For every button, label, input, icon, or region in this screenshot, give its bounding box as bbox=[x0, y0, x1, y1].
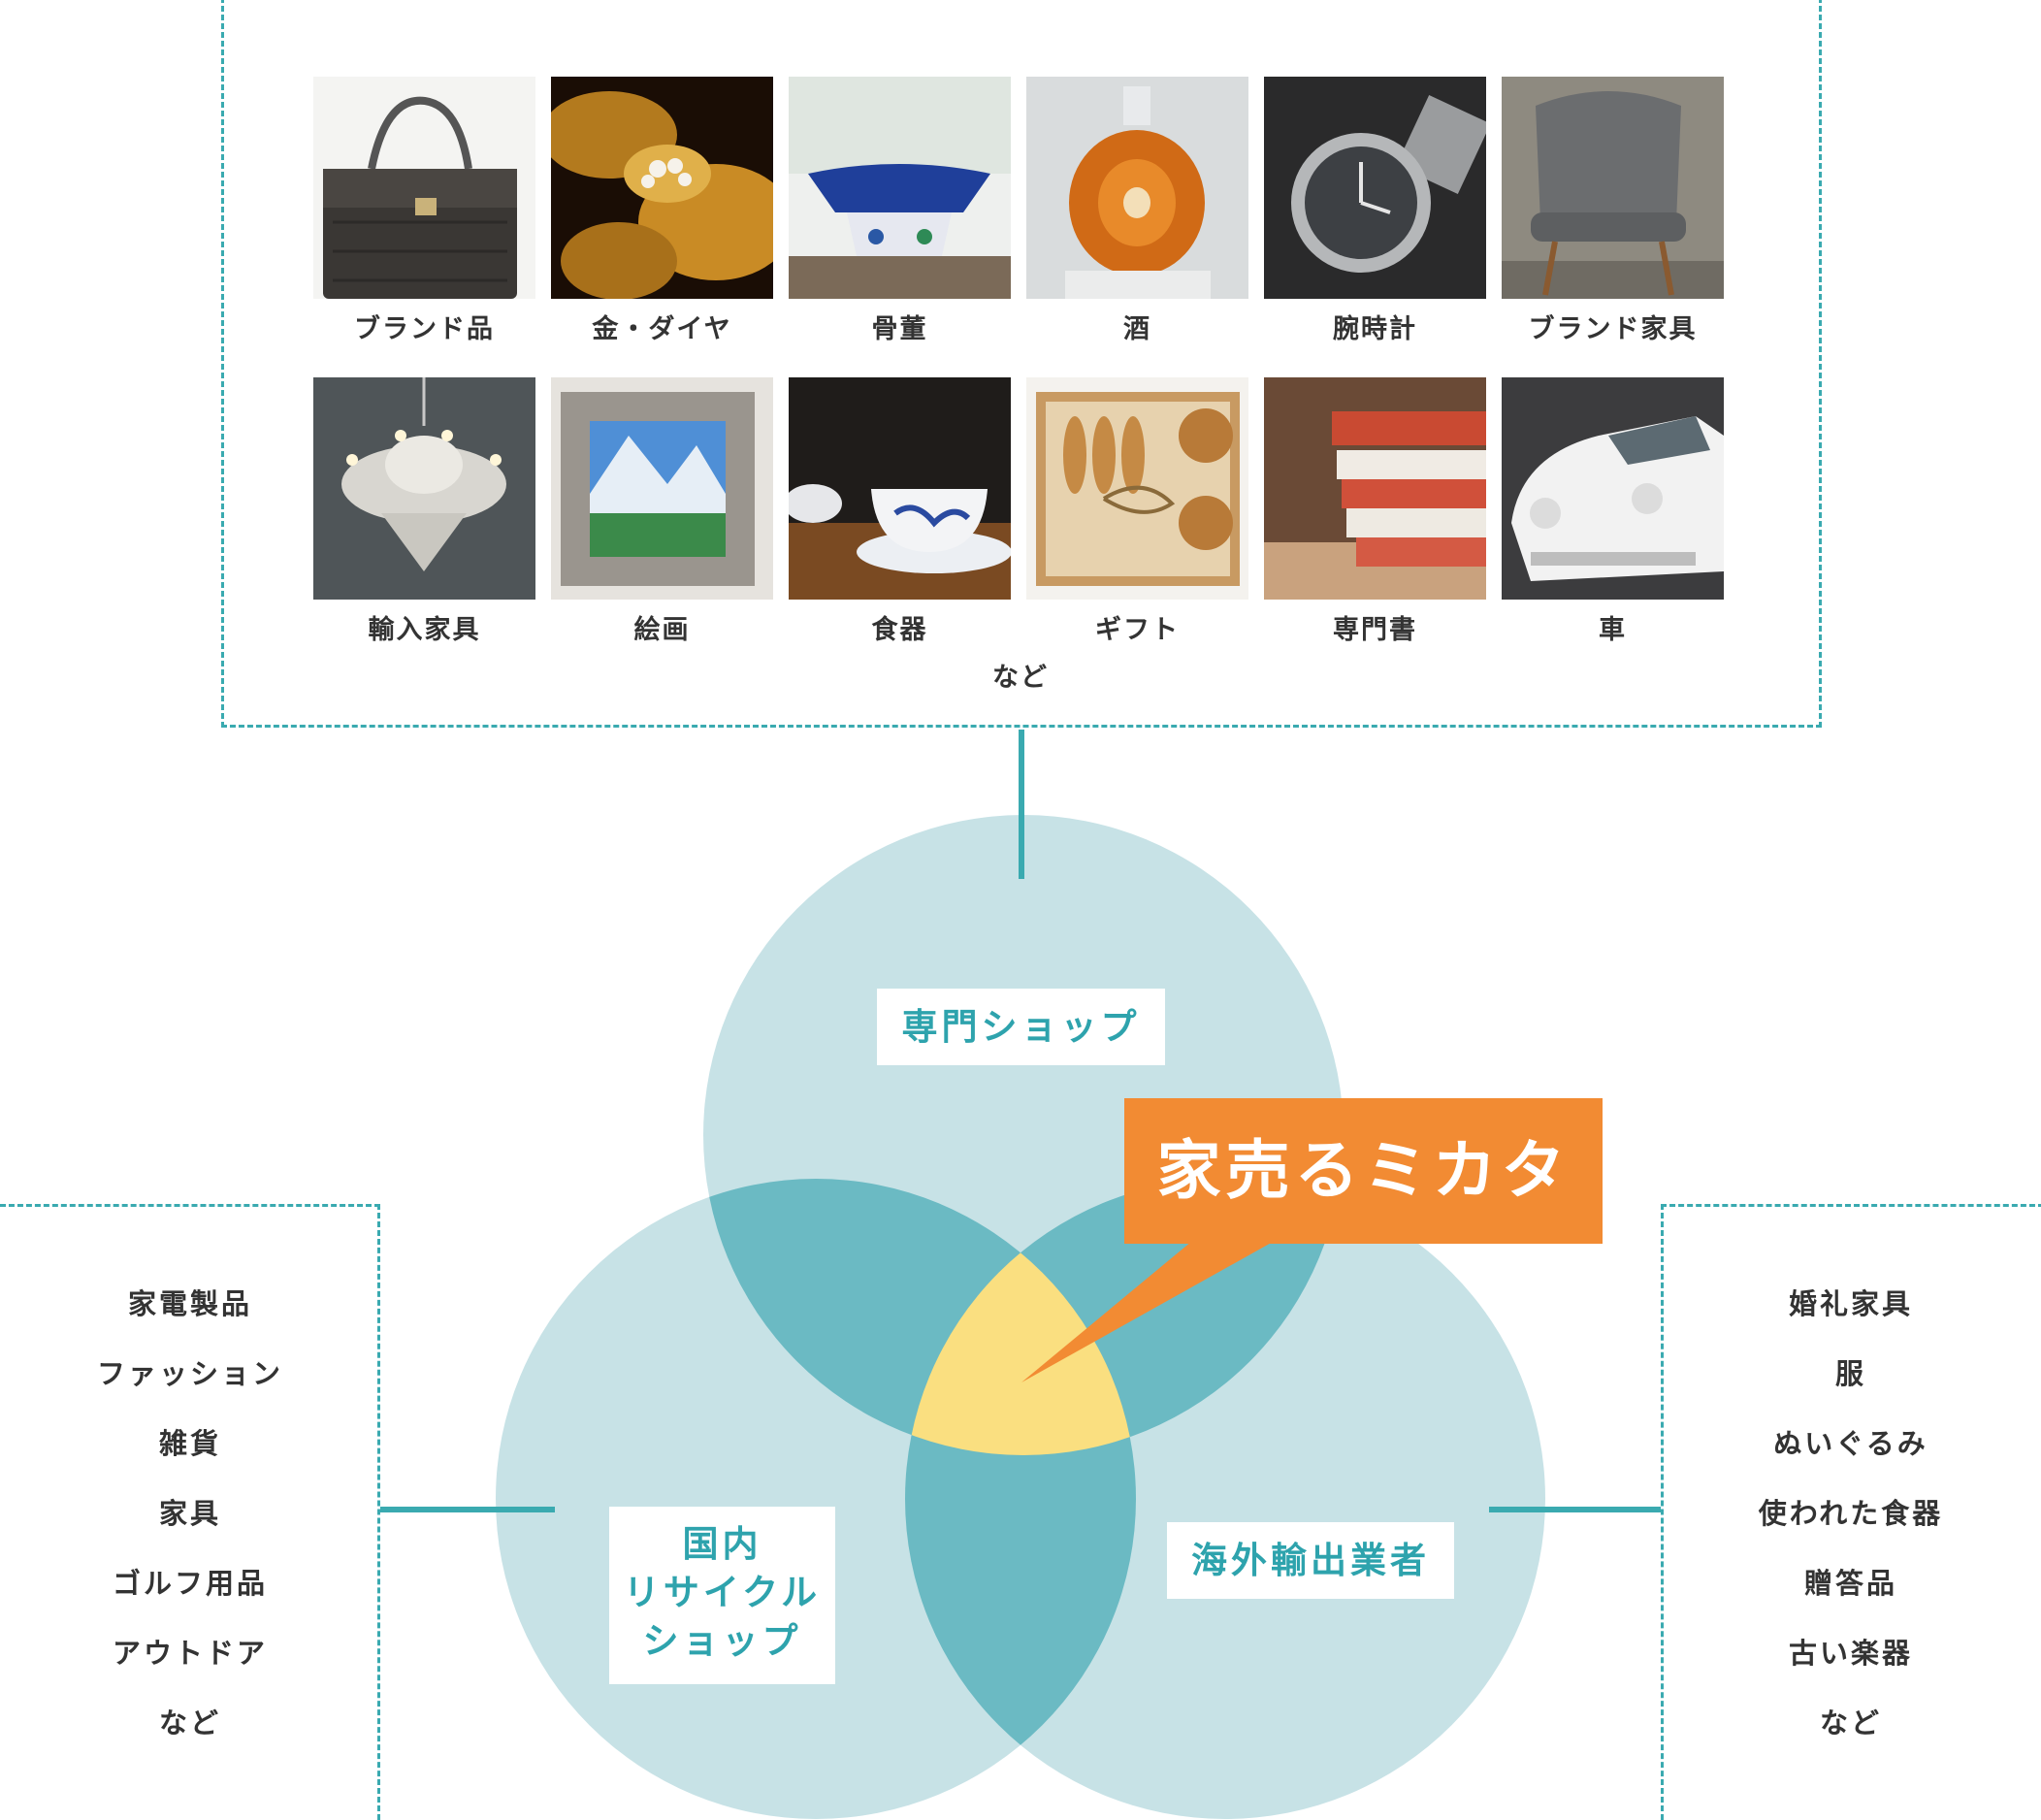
teacup-photo bbox=[789, 377, 1011, 600]
connector-top bbox=[1019, 730, 1024, 879]
category-item: 腕時計 bbox=[1264, 77, 1486, 345]
label-overseas-exporter: 海外輸出業者 bbox=[1167, 1522, 1454, 1599]
category-label: 輸入家具 bbox=[368, 615, 481, 645]
category-item: ブランド家具 bbox=[1502, 77, 1724, 345]
list-item: など bbox=[1819, 1706, 1882, 1739]
list-item: 贈答品 bbox=[1803, 1567, 1897, 1600]
label-line: リサイクル bbox=[623, 1572, 822, 1613]
category-label: 絵画 bbox=[633, 615, 691, 645]
category-item: 金・ダイヤ bbox=[551, 77, 773, 345]
label-domestic-recycle: 国内 リサイクル ショップ bbox=[609, 1507, 835, 1684]
label-specialty-shop: 専門ショップ bbox=[877, 989, 1165, 1065]
list-item: 服 bbox=[1834, 1357, 1866, 1390]
category-item: 絵画 bbox=[551, 377, 773, 646]
label-line: 国内 bbox=[682, 1523, 762, 1565]
books-photo bbox=[1264, 377, 1486, 600]
center-overlap bbox=[905, 1179, 1136, 1455]
list-item: 古い楽器 bbox=[1788, 1637, 1913, 1670]
antique-bowl-photo bbox=[789, 77, 1011, 299]
chandelier-photo bbox=[313, 377, 535, 600]
recycle-items-list: 家電製品 ファッション 雑貨 家具 ゴルフ用品 アウトドア など bbox=[0, 1283, 380, 1771]
top-etc-text: など bbox=[992, 663, 1049, 693]
category-item: 食器 bbox=[789, 377, 1011, 646]
recycle-items-box bbox=[0, 1204, 380, 1820]
category-item: 輸入家具 bbox=[313, 377, 535, 646]
specialty-items-box bbox=[221, 0, 1822, 728]
label-line: ショップ bbox=[642, 1620, 802, 1662]
list-item: 使われた食器 bbox=[1758, 1497, 1944, 1530]
category-label: 骨董 bbox=[871, 314, 928, 344]
list-item: など bbox=[158, 1706, 221, 1739]
category-label: ギフト bbox=[1095, 615, 1180, 645]
connector-left bbox=[380, 1507, 555, 1512]
list-item: 家電製品 bbox=[127, 1287, 252, 1320]
list-item: 家具 bbox=[158, 1497, 221, 1530]
category-item: 車 bbox=[1502, 377, 1724, 646]
list-item: ファッション bbox=[96, 1357, 283, 1390]
export-items-box bbox=[1661, 1204, 2041, 1820]
connector-right bbox=[1489, 1507, 1661, 1512]
category-item: 酒 bbox=[1026, 77, 1248, 345]
category-label: 車 bbox=[1599, 615, 1627, 645]
liquor-bottle-photo bbox=[1026, 77, 1248, 299]
handbag-photo bbox=[313, 77, 535, 299]
category-item: 専門書 bbox=[1264, 377, 1486, 646]
wristwatch-photo bbox=[1264, 77, 1486, 299]
list-item: 雑貨 bbox=[158, 1427, 221, 1460]
category-label: ブランド品 bbox=[354, 314, 495, 344]
category-label: 腕時計 bbox=[1333, 314, 1417, 344]
brand-callout: 家売るミカタ bbox=[1124, 1098, 1603, 1244]
callout-pointer bbox=[1021, 1232, 1290, 1382]
category-item: ブランド品 bbox=[313, 77, 535, 345]
list-item: アウトドア bbox=[112, 1637, 268, 1670]
category-item: ギフト bbox=[1026, 377, 1248, 646]
category-label: 金・ダイヤ bbox=[592, 314, 732, 344]
list-item: ゴルフ用品 bbox=[112, 1567, 268, 1600]
list-item: ぬいぐるみ bbox=[1773, 1427, 1928, 1460]
category-label: 食器 bbox=[871, 615, 928, 645]
painting-photo bbox=[551, 377, 773, 600]
export-items-list: 婚礼家具 服 ぬいぐるみ 使われた食器 贈答品 古い楽器 など bbox=[1661, 1283, 2041, 1771]
designer-chair-photo bbox=[1502, 77, 1724, 299]
category-item: 骨董 bbox=[789, 77, 1011, 345]
category-label: 専門書 bbox=[1333, 615, 1417, 645]
car-photo bbox=[1502, 377, 1724, 600]
list-item: 婚礼家具 bbox=[1788, 1287, 1913, 1320]
gold-jewelry-photo bbox=[551, 77, 773, 299]
gift-box-photo bbox=[1026, 377, 1248, 600]
category-label: 酒 bbox=[1123, 314, 1151, 344]
category-label: ブランド家具 bbox=[1528, 314, 1698, 344]
